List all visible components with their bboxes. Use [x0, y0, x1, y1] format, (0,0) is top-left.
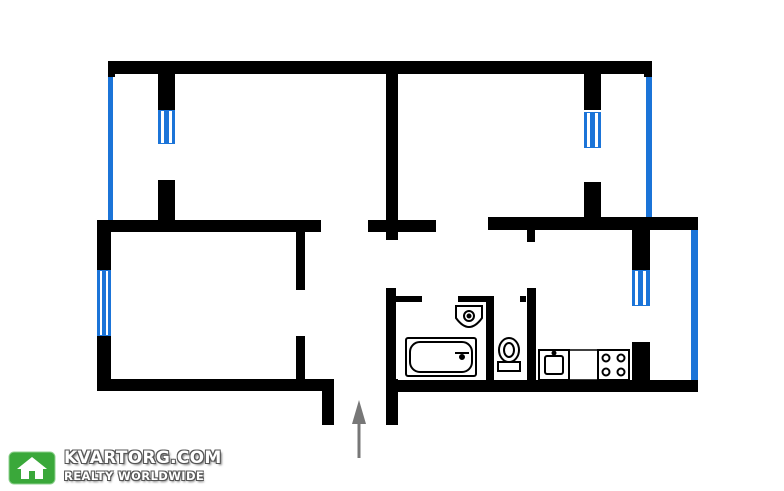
- wall-left-outer-bottom: [97, 336, 111, 391]
- wall-middle-right: [488, 217, 698, 230]
- entrance-arrow-icon: [352, 400, 366, 458]
- wall-toilet-divider: [486, 296, 494, 380]
- window-pier-kitchen: [632, 270, 650, 306]
- walls: [97, 61, 698, 425]
- window-pier-right: [584, 112, 601, 148]
- stove-icon: [597, 349, 630, 381]
- toilet-icon: [497, 337, 521, 372]
- wall-entrance-left: [322, 379, 334, 425]
- windows: [97, 77, 698, 380]
- watermark-tagline: REALTY WORLDWIDE: [64, 469, 205, 483]
- window-left-lower: [97, 270, 111, 336]
- wall-right-upper-stub: [644, 61, 652, 77]
- watermark-brand: KVARTORG.COM: [64, 448, 222, 468]
- wall-pier-right-top: [584, 74, 601, 110]
- wall-room-divider-top: [296, 230, 305, 290]
- window-right-lower: [691, 230, 698, 380]
- wall-top-outer: [108, 61, 652, 74]
- window-pier-left: [158, 110, 175, 144]
- sink-icon: [455, 305, 483, 328]
- wall-center-partition: [386, 74, 398, 240]
- wall-bathroom-top: [386, 296, 422, 302]
- wall-middle-left: [97, 220, 321, 232]
- house-icon: [8, 451, 56, 485]
- kitchen-sink-icon: [538, 349, 570, 381]
- wall-pier-left-top: [158, 74, 175, 110]
- window-right-upper: [646, 77, 652, 217]
- wall-bathroom-top-right: [458, 296, 494, 302]
- wall-bottom-right: [386, 380, 698, 392]
- wall-pier-kitchen-bottom: [632, 342, 650, 386]
- window-left-upper: [108, 77, 113, 220]
- wall-left-outer-top: [97, 220, 111, 270]
- wall-kitchen-stub-top: [527, 228, 535, 242]
- bathtub-icon: [405, 337, 477, 377]
- wall-bottom-left: [97, 379, 333, 391]
- watermark-logo: KVARTORG.COM REALTY WORLDWIDE: [6, 447, 221, 487]
- wall-bathroom-left: [386, 288, 396, 392]
- wall-toilet-stub: [520, 296, 526, 302]
- wall-pier-kitchen-top: [632, 228, 650, 270]
- wall-middle-center: [368, 220, 436, 232]
- wall-kitchen-left: [527, 288, 536, 384]
- wall-room-divider-bottom: [296, 336, 305, 384]
- wall-pier-left-bottom: [158, 180, 175, 226]
- kitchen-counter: [568, 349, 599, 381]
- wall-left-upper: [108, 61, 115, 77]
